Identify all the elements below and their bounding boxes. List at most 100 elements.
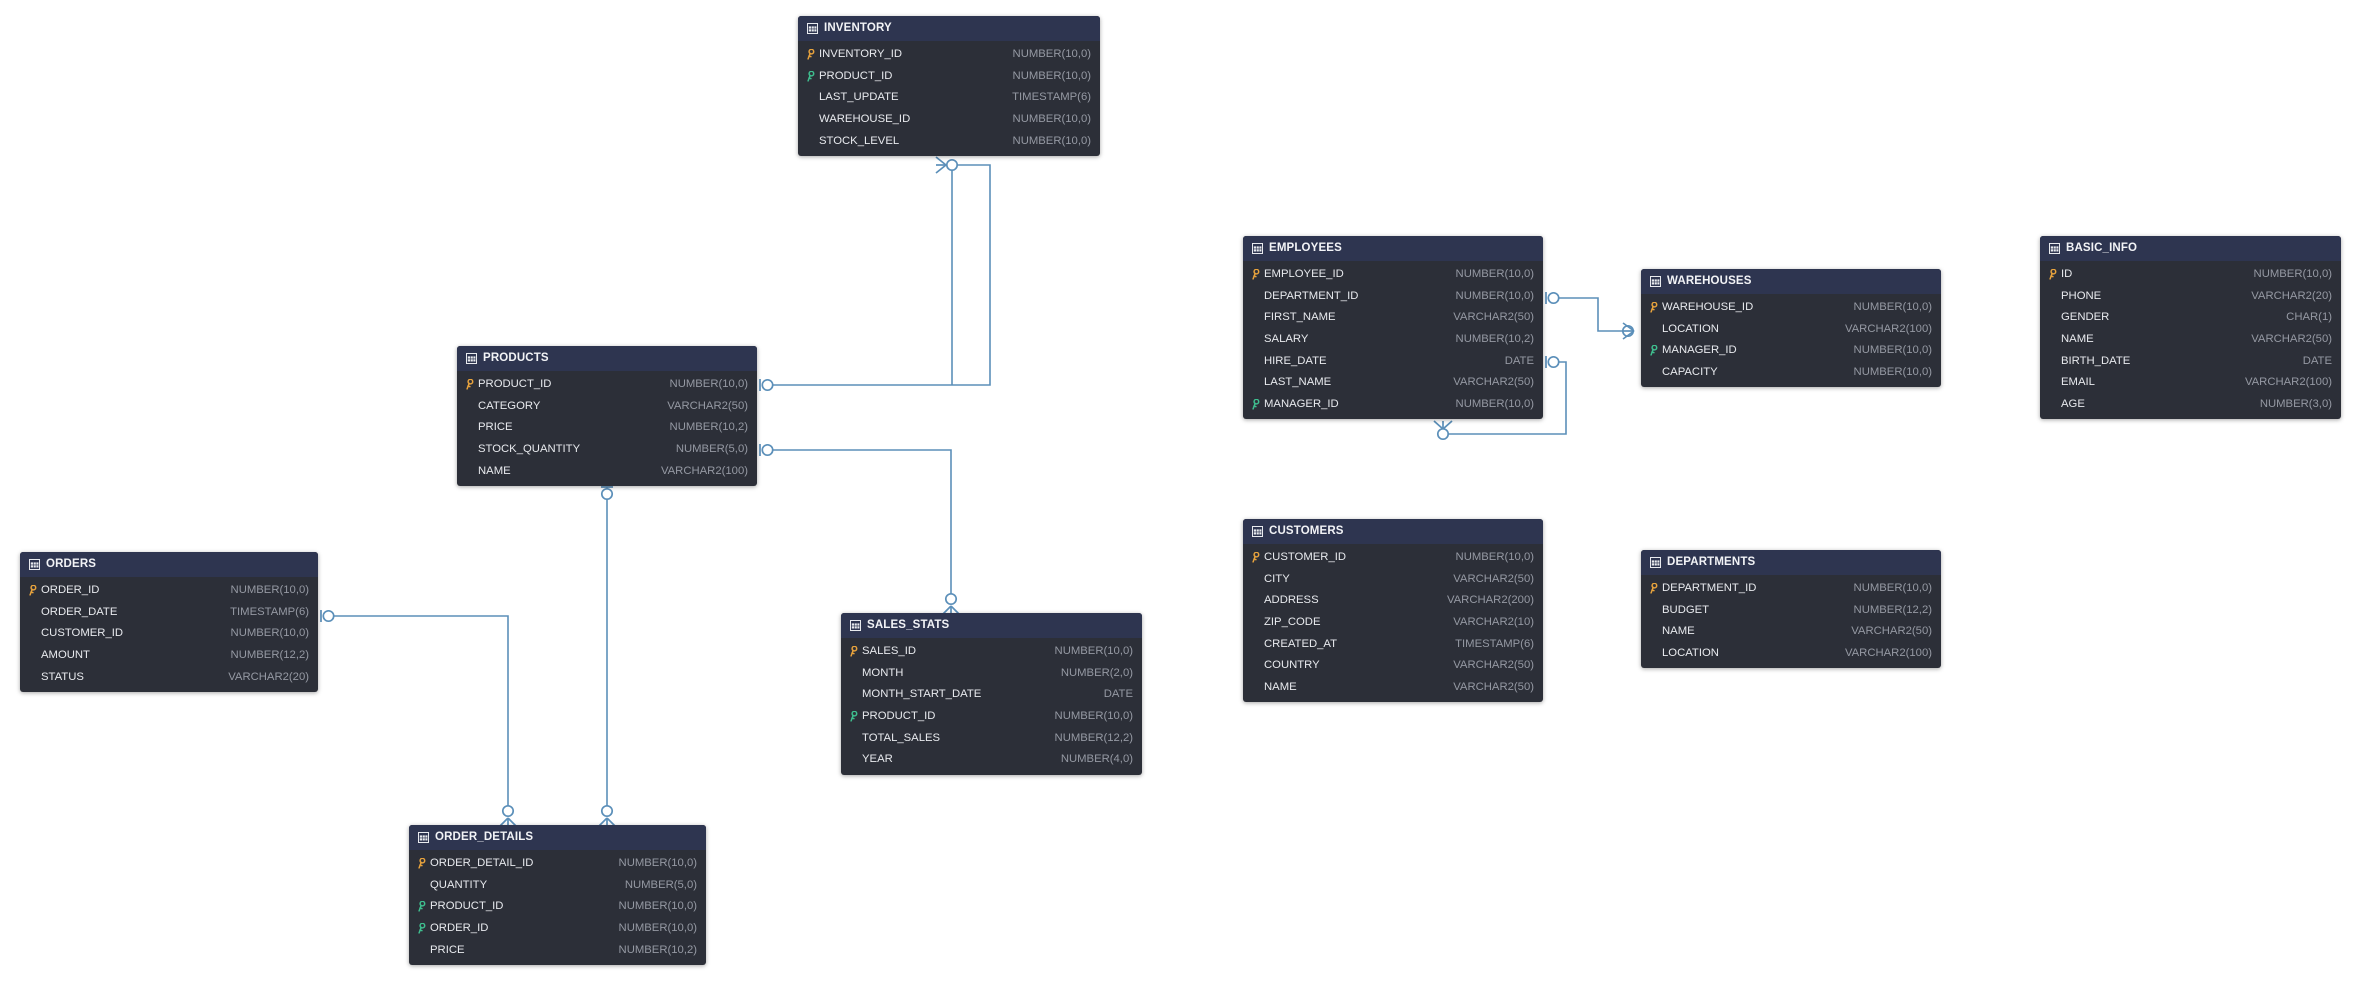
column-datatype: NUMBER(10,0) — [618, 900, 697, 913]
entity-header-inventory[interactable]: INVENTORY — [798, 16, 1100, 41]
column-name: CITY — [1264, 572, 1290, 585]
column-name: TOTAL_SALES — [862, 731, 941, 744]
entity-header-warehouses[interactable]: WAREHOUSES — [1641, 269, 1941, 294]
column-datatype: NUMBER(2,0) — [1060, 666, 1133, 679]
column-name: MANAGER_ID — [1264, 397, 1339, 410]
column-name: CUSTOMER_ID — [1264, 551, 1347, 564]
column-name: INVENTORY_ID — [819, 48, 903, 61]
entity-title: ORDER_DETAILS — [435, 830, 534, 843]
column-datatype: NUMBER(10,0) — [2253, 268, 2332, 281]
column-row[interactable]: CUSTOMER_ID NUMBER(10,0) — [20, 623, 318, 645]
primary-key-icon-slot — [28, 585, 41, 596]
entity-header-sales_stats[interactable]: SALES_STATS — [841, 613, 1142, 638]
column-datatype: NUMBER(10,0) — [1853, 365, 1932, 378]
column-datatype: TIMESTAMP(6) — [1455, 637, 1534, 650]
entity-header-orders[interactable]: ORDERS — [20, 552, 318, 577]
column-datatype: NUMBER(10,0) — [230, 627, 309, 640]
column-name: WAREHOUSE_ID — [1662, 301, 1754, 314]
column-name: BIRTH_DATE — [2061, 354, 2131, 367]
entity-header-employees[interactable]: EMPLOYEES — [1243, 236, 1543, 261]
entity-header-basic_info[interactable]: BASIC_INFO — [2040, 236, 2341, 261]
table-grid-icon — [850, 620, 861, 631]
column-name: CUSTOMER_ID — [41, 627, 124, 640]
primary-key-icon-slot — [1251, 269, 1264, 280]
column-name: ORDER_DATE — [41, 605, 118, 618]
table-grid-icon — [466, 353, 477, 364]
entity-header-departments[interactable]: DEPARTMENTS — [1641, 550, 1941, 575]
column-name: LOCATION — [1662, 322, 1719, 335]
entity-header-products[interactable]: PRODUCTS — [457, 346, 757, 371]
column-datatype: NUMBER(10,0) — [669, 378, 748, 391]
entity-header-customers[interactable]: CUSTOMERS — [1243, 519, 1543, 544]
edge-orders-order-details — [320, 609, 518, 828]
entity-header-order_details[interactable]: ORDER_DETAILS — [409, 825, 706, 850]
